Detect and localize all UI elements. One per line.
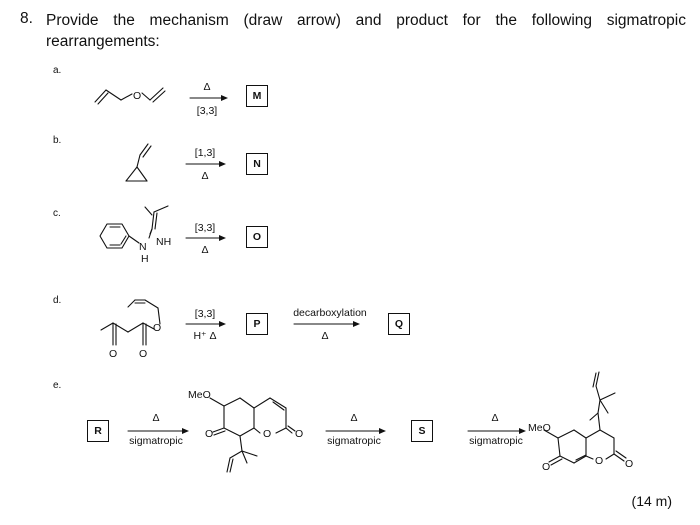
final-product-structure [543, 371, 627, 466]
condition-e3-above: Δ [491, 412, 499, 424]
start-box-r: R [87, 420, 109, 442]
part-b-label: b. [53, 135, 62, 146]
atom-o-intermediate-lactone: O [295, 428, 303, 440]
condition-c-above: [3,3] [194, 222, 216, 234]
atom-o-product-ring: O [595, 455, 603, 467]
part-e-label: e. [53, 380, 62, 391]
question-number: 8. [20, 10, 33, 27]
condition-c-below: Δ [201, 244, 209, 256]
atom-o-carbonyl: O [139, 348, 147, 360]
allyl-vinyl-ether-structure [94, 87, 166, 105]
condition-d2-above: decarboxylation [293, 307, 367, 319]
condition-b-above: [1,3] [194, 147, 216, 159]
condition-d-above: [3,3] [194, 308, 216, 320]
product-box-p: P [246, 313, 268, 335]
atom-o-ester: O [153, 322, 161, 334]
atom-h: H [141, 253, 149, 265]
condition-a-below: [3,3] [196, 105, 218, 117]
product-box-n: N [246, 153, 268, 175]
atom-meo-intermediate: MeO [188, 389, 211, 401]
part-d-label: d. [53, 295, 62, 306]
marks-label: (14 m) [631, 493, 672, 509]
atom-nh: NH [156, 236, 171, 248]
atom-o-intermediate-ketone: O [205, 428, 213, 440]
condition-d2-below: Δ [321, 330, 329, 342]
allyl-acetoacetate-structure [100, 299, 161, 346]
condition-e1-above: Δ [152, 412, 160, 424]
intermediate-box-s: S [411, 420, 433, 442]
question-text: Provide the mechanism (draw arrow) and p… [46, 12, 686, 50]
condition-e3-below: sigmatropic [469, 435, 523, 447]
atom-meo-product: MeO [528, 422, 551, 434]
atom-o-product-ketone: O [542, 461, 550, 473]
condition-e2-below: sigmatropic [327, 435, 381, 447]
part-a-label: a. [53, 65, 62, 76]
product-box-q: Q [388, 313, 410, 335]
condition-a-above: Δ [203, 81, 211, 93]
part-c-label: c. [53, 208, 61, 219]
product-box-o: O [246, 226, 268, 248]
atom-o-product-lactone: O [625, 458, 633, 470]
vinylcyclopropane-structure [125, 143, 152, 182]
condition-e2-above: Δ [350, 412, 358, 424]
atom-o-intermediate-ring: O [263, 428, 271, 440]
atom-o-ketone: O [109, 348, 117, 360]
condition-e1-below: sigmatropic [129, 435, 183, 447]
product-box-m: M [246, 85, 268, 107]
atom-o-a: O [133, 90, 141, 102]
atom-n: N [139, 241, 147, 253]
condition-d-below: H⁺ Δ [193, 330, 217, 342]
condition-b-below: Δ [201, 170, 209, 182]
hydrazone-structure [99, 205, 169, 249]
intermediate-structure [209, 397, 296, 473]
